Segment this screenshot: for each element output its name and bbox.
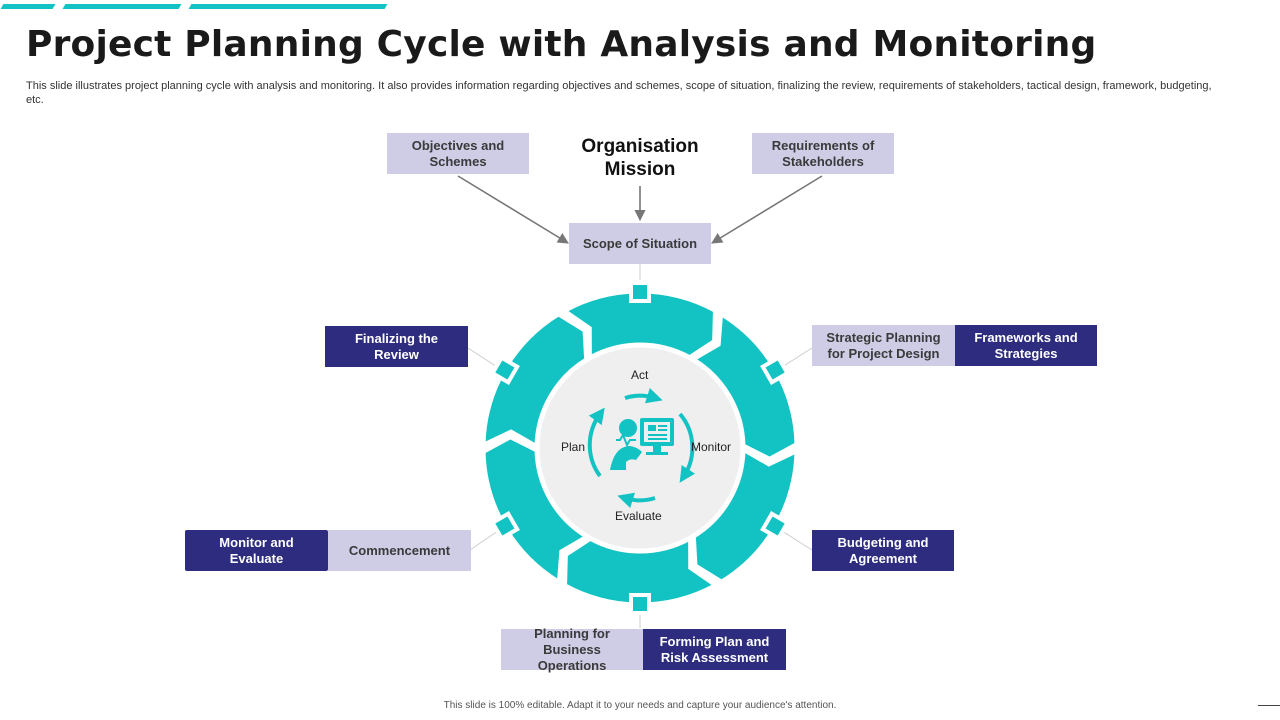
cycle-arrow-top: [624, 387, 663, 404]
node-upper-left: [489, 354, 520, 386]
cycle-label-act: Act: [631, 368, 649, 382]
page-subtitle: This slide illustrates project planning …: [26, 80, 1212, 106]
ring-nodes: [489, 281, 791, 615]
scope-box: Scope of Situation: [569, 223, 711, 264]
strategic-box: Strategic Planning for Project Design: [812, 325, 955, 366]
monitor-evaluate-box: Monitor and Evaluate: [185, 530, 328, 571]
planning-business-box: Planning for Business Operations: [501, 626, 643, 673]
segment-bottom: [564, 536, 718, 606]
segment-upper-left: [482, 313, 588, 448]
requirements-box: Requirements of Stakeholders: [752, 133, 894, 174]
commencement-box: Commencement: [328, 530, 471, 571]
forming-plan-box: Forming Plan and Risk Assessment: [643, 629, 786, 670]
node-lower-left: [489, 510, 520, 542]
node-top: [629, 281, 651, 303]
node-bottom: [629, 593, 651, 615]
finalizing-box: Finalizing the Review: [325, 326, 468, 367]
node-upper-right: [760, 354, 791, 386]
objectives-box: Objectives and Schemes: [387, 133, 529, 174]
cycle-label-plan: Plan: [561, 440, 586, 454]
cycle-ring: [482, 290, 798, 606]
budgeting-box: Budgeting and Agreement: [812, 530, 954, 571]
footer-note: This slide is 100% editable. Adapt it to…: [443, 700, 837, 711]
arrow-objectives-to-scope: [457, 175, 569, 244]
segment-lower-left: [482, 436, 589, 584]
cycle-arrow-right: [678, 412, 696, 483]
segment-upper-right: [691, 312, 798, 460]
cycle-label-monitor: Monitor: [691, 440, 732, 454]
segment-lower-right: [692, 448, 798, 583]
node-lower-right: [760, 510, 791, 542]
segment-top: [562, 290, 716, 360]
analyst-monitor-icon: [610, 418, 674, 470]
cycle-label-evaluate: Evaluate: [615, 509, 662, 523]
page-title: Project Planning Cycle with Analysis and…: [26, 24, 1097, 65]
cycle-arrow-left: [587, 407, 605, 478]
cycle-center: [536, 344, 744, 552]
corner-line: [1258, 705, 1280, 706]
cycle-arrow-bottom: [617, 492, 656, 509]
frameworks-box: Frameworks and Strategies: [955, 325, 1097, 366]
arrow-requirements-to-scope: [711, 175, 823, 244]
mission-label: Organisation Mission: [581, 136, 699, 180]
